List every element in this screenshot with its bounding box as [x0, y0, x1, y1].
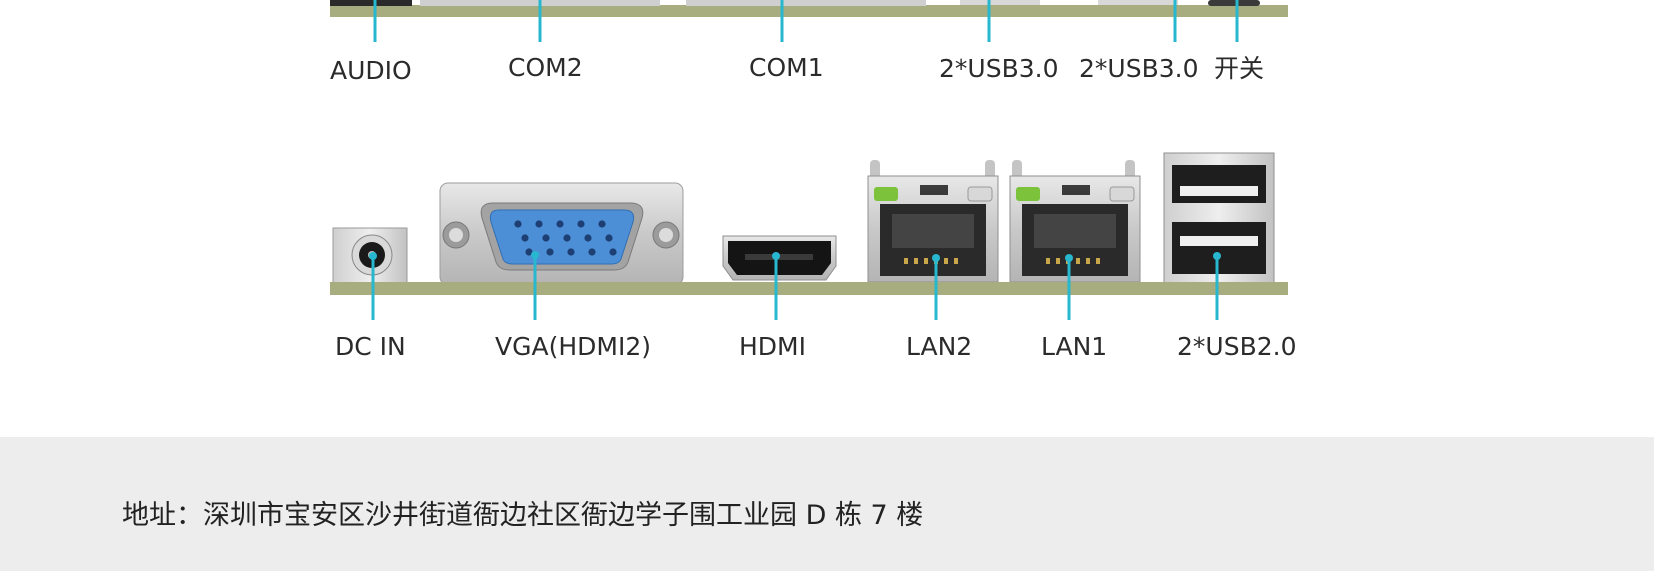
address-text: 地址：深圳市宝安区沙井街道衙边社区衙边学子围工业园 D 栋 7 楼: [122, 500, 924, 531]
vga-connector: [439, 182, 684, 286]
label-lan1: LAN1: [1041, 332, 1107, 361]
label-usb3-b: 2*USB3.0: [1079, 54, 1198, 83]
label-dc-in: DC IN: [335, 332, 406, 361]
top-pcb-edge: [330, 5, 1288, 17]
label-usb2: 2*USB2.0: [1177, 332, 1296, 361]
label-hdmi: HDMI: [739, 332, 806, 361]
io-panel-diagram: AUDIO COM2 COM1 2*USB3.0 2*USB3.0 开关: [330, 0, 1296, 361]
usb2-stacked-connector: [1163, 152, 1275, 284]
label-lan2: LAN2: [906, 332, 972, 361]
usb3-b-base: [1098, 0, 1178, 5]
label-com1: COM1: [749, 53, 824, 82]
lan1-connector: [1009, 160, 1141, 283]
label-power-switch: 开关: [1214, 54, 1264, 83]
lan2-connector: [867, 160, 999, 283]
top-board: [330, 0, 1288, 17]
label-vga: VGA(HDMI2): [495, 332, 651, 361]
top-callouts: [373, 0, 1239, 42]
com1-connector-base: [686, 0, 926, 6]
switch-base: [1208, 0, 1260, 6]
label-com2: COM2: [508, 53, 583, 82]
bottom-callouts: [369, 251, 1221, 320]
bottom-pcb-edge: [330, 282, 1288, 295]
usb3-a-base: [960, 0, 1040, 5]
label-audio: AUDIO: [330, 56, 412, 85]
footer-band: [0, 437, 1654, 571]
audio-jack-base: [330, 0, 412, 6]
label-usb3-a: 2*USB3.0: [939, 54, 1058, 83]
bottom-board: [330, 152, 1288, 295]
hdmi-connector: [722, 235, 837, 281]
